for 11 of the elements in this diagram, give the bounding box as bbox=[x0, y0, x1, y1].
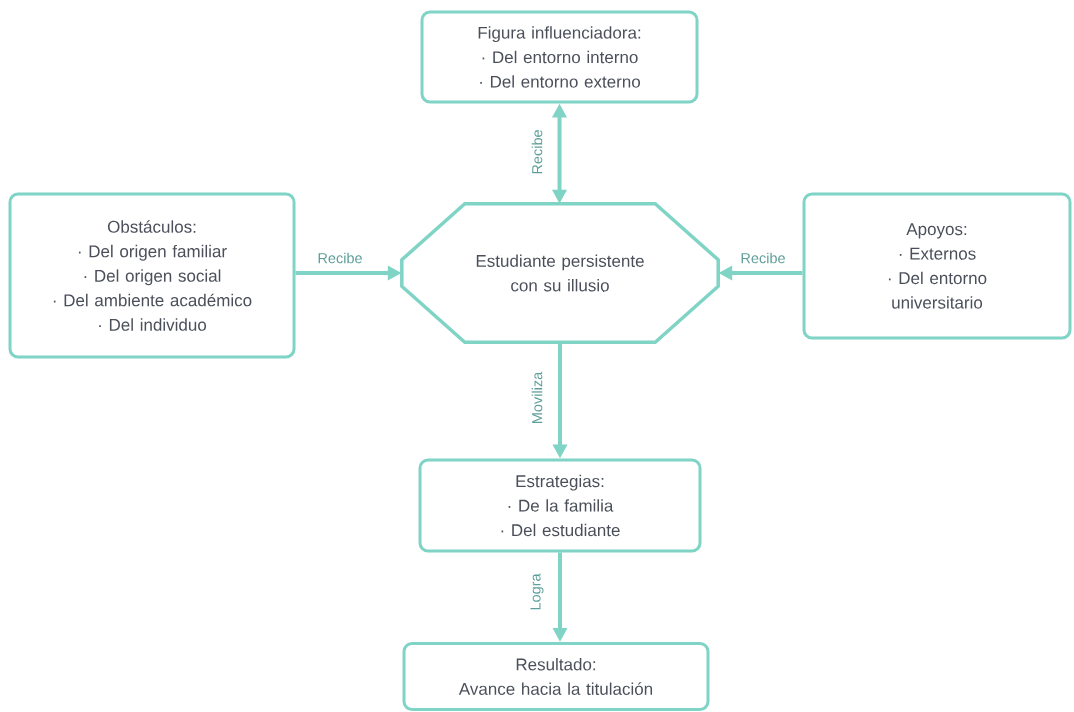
text-box: Resultado: Avance hacia la titulación bbox=[402, 642, 710, 711]
text-box: Figura influenciadora: · Del entorno interno · Del entorno externo bbox=[420, 10, 699, 104]
edge-label: Recibe bbox=[318, 252, 362, 264]
edge-label: Moviliza bbox=[531, 371, 543, 423]
edge-label: Recibe bbox=[531, 130, 543, 174]
text-box: Obstáculos: · Del origen familiar · Del origen social · Del ambiente académico · Del individuo bbox=[8, 192, 296, 359]
text-box: Apoyos: · Externos · Del entorno universitario bbox=[802, 192, 1072, 340]
edge-label: Recibe bbox=[741, 252, 785, 264]
edge-label: Logra bbox=[530, 573, 544, 610]
octagon: Estudiante persistente con su illusio bbox=[400, 202, 720, 344]
text-box: Estrategias: · De la familia · Del estudiante bbox=[418, 458, 702, 553]
